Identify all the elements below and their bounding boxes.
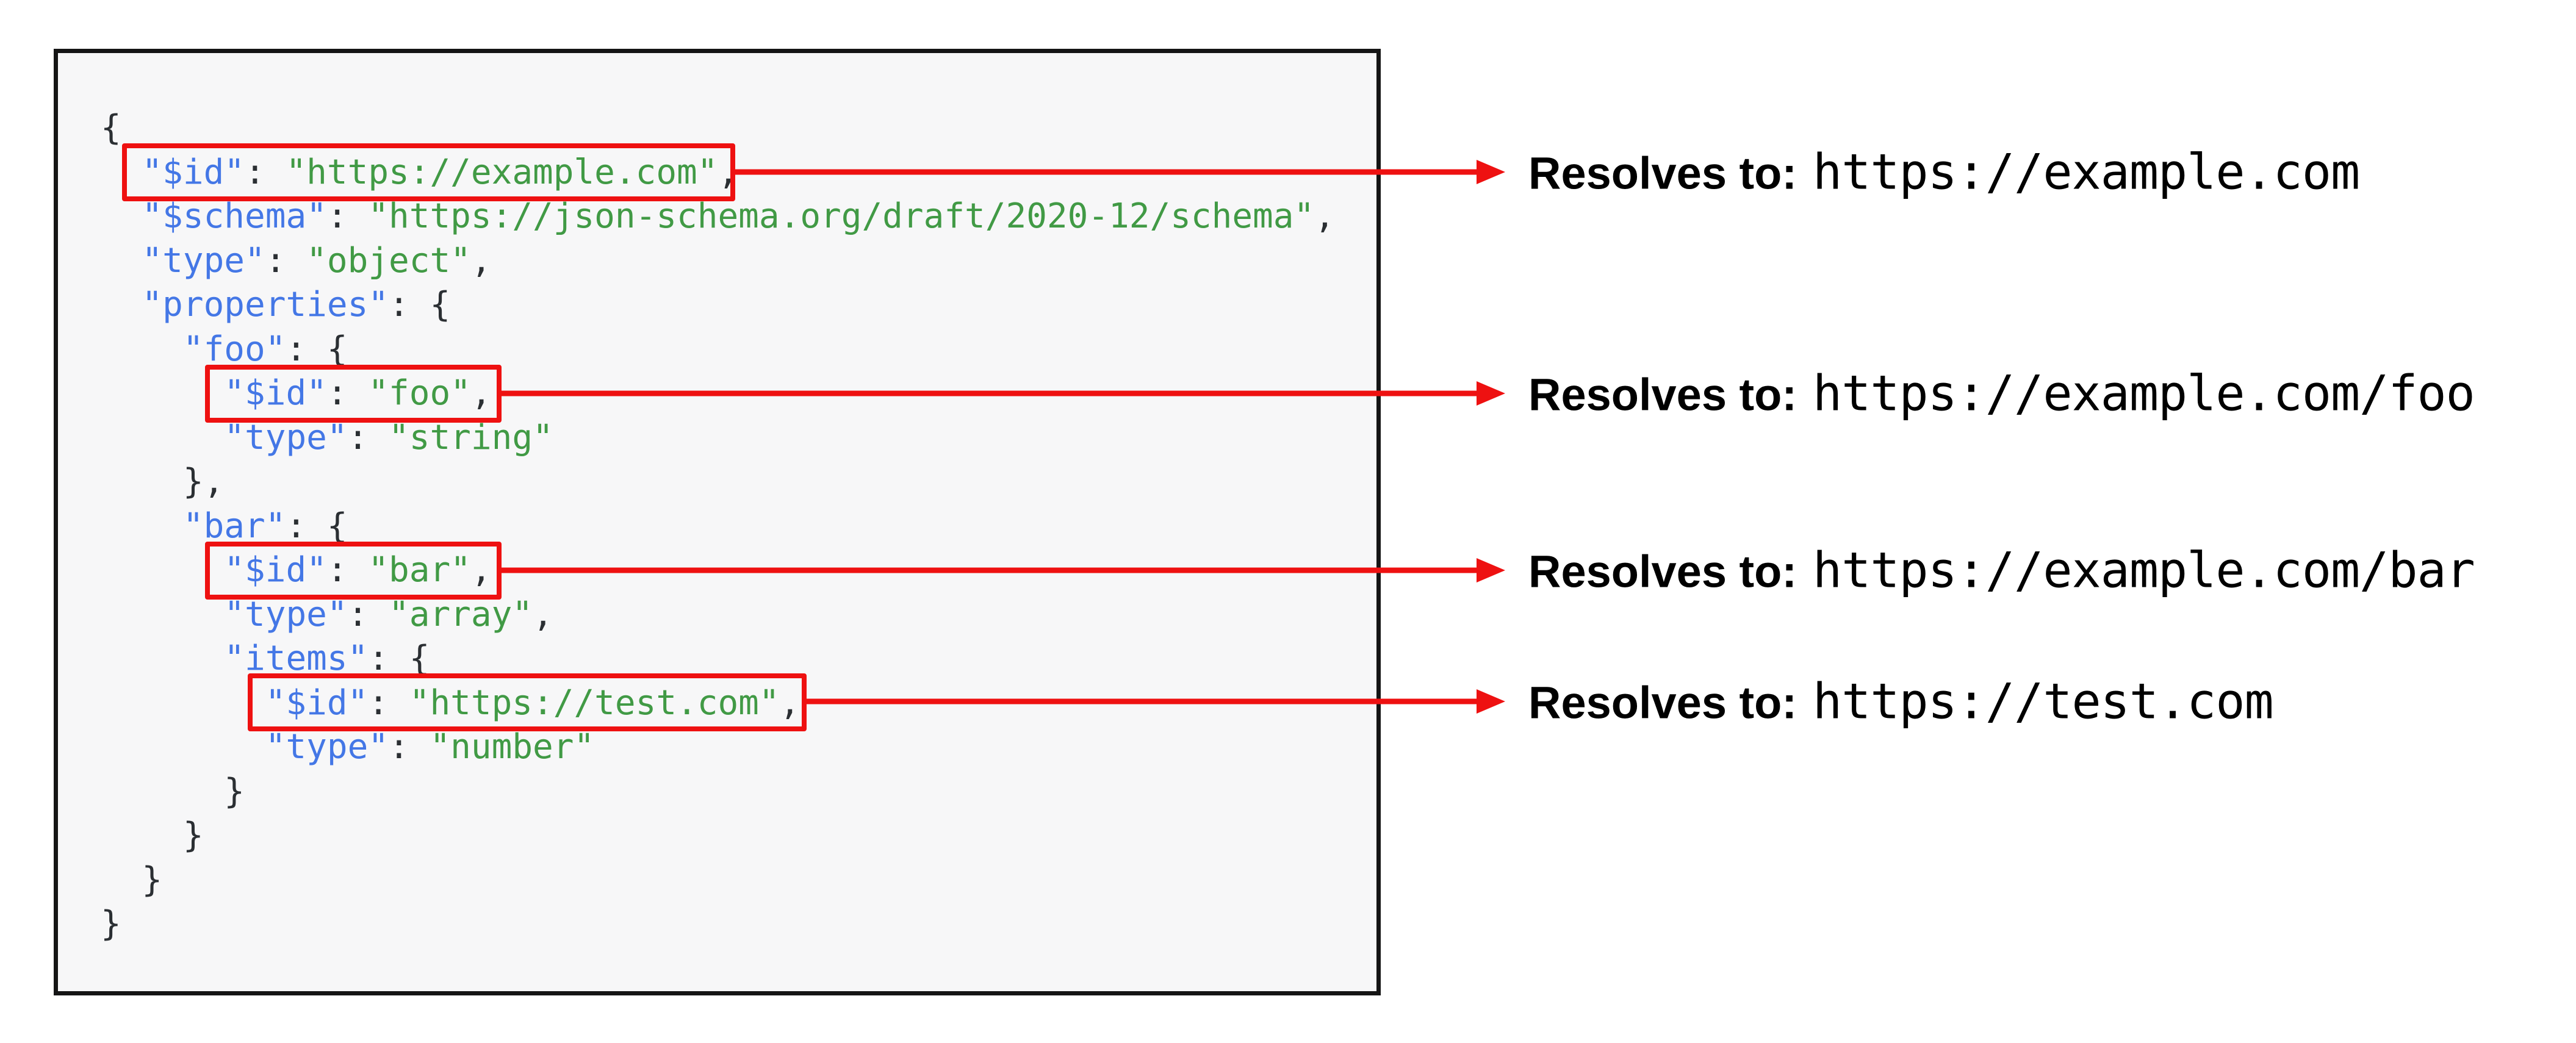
code-line: "items": { [224, 639, 430, 678]
code-line: "bar": { [182, 506, 348, 546]
annotation-items-id: Resolves to: https://test.com [1528, 673, 2274, 730]
highlight-box-foo-id [205, 365, 502, 423]
annotation-url: https://test.com [1813, 673, 2274, 730]
annotation-label: Resolves to: [1528, 677, 1797, 728]
code-line: } [101, 904, 121, 944]
annotation-label: Resolves to: [1528, 148, 1797, 199]
json-code: { "$id": "https://example.com", "$schema… [101, 106, 1335, 947]
code-line: "type": "array", [224, 594, 553, 634]
code-line: { [101, 108, 121, 148]
code-line: "type": "string" [224, 417, 553, 457]
annotation-url: https://example.com/foo [1813, 365, 2475, 422]
annotation-label: Resolves to: [1528, 546, 1797, 597]
annotation-url: https://example.com [1813, 143, 2360, 201]
code-line: }, [101, 462, 225, 501]
highlight-box-items-id [248, 673, 807, 731]
code-line: "$schema": "https://json-schema.org/draf… [142, 196, 1335, 236]
code-line-id: "$id": "foo", [224, 373, 492, 413]
code-line-id: "$id": "https://test.com", [265, 683, 801, 723]
annotation-foo-id: Resolves to: https://example.com/foo [1528, 365, 2475, 422]
annotation-root-id: Resolves to: https://example.com [1528, 143, 2360, 201]
code-line: "properties": { [142, 285, 451, 324]
annotation-label: Resolves to: [1528, 369, 1797, 420]
code-line: "type": "object", [142, 240, 492, 281]
code-line: } [101, 771, 245, 811]
annotation-url: https://example.com/bar [1813, 542, 2475, 599]
code-line: "type": "number" [265, 727, 595, 767]
code-line-id: "$id": "bar", [224, 550, 492, 590]
code-panel [54, 49, 1381, 995]
code-line-id: "$id": "https://example.com", [142, 152, 739, 192]
code-line: } [101, 815, 204, 855]
highlight-box-bar-id [205, 542, 502, 600]
code-line: "foo": { [182, 329, 348, 369]
code-line: } [101, 859, 163, 900]
highlight-box-root-id [122, 143, 735, 201]
annotation-bar-id: Resolves to: https://example.com/bar [1528, 542, 2475, 599]
